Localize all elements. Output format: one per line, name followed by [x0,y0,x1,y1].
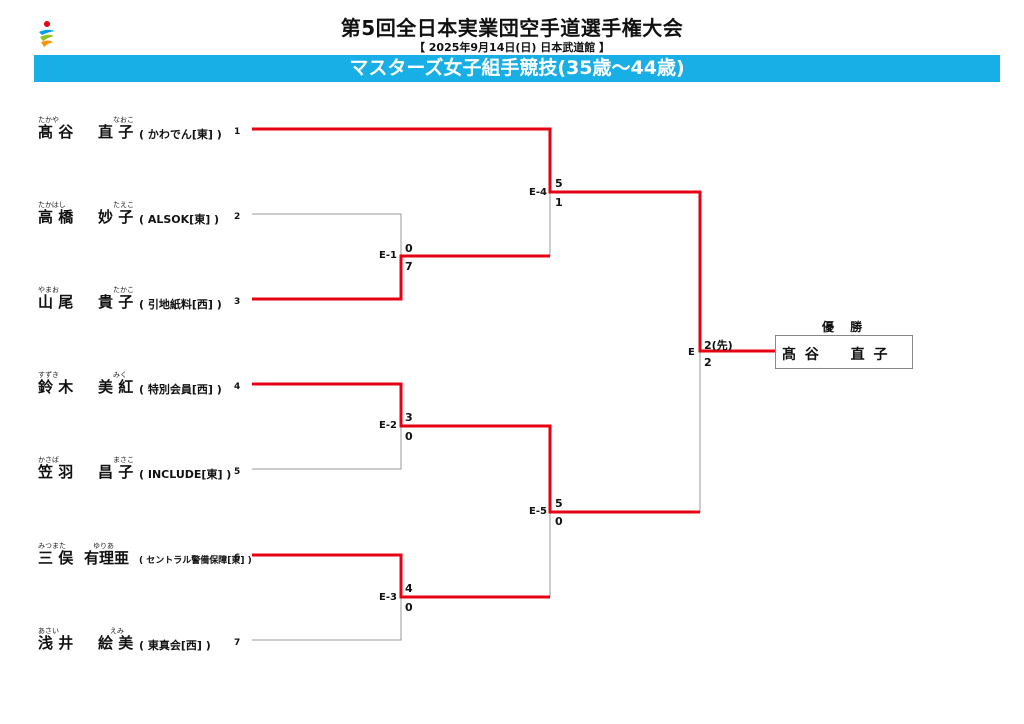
player-given-name: 妙 子 [98,208,134,226]
seed-number: 3 [234,297,241,307]
bracket-line-seed6-win [252,553,550,599]
player-entry: たかはし たえこ 高 橋 妙 子 ( ALSOK[東] ) 2 [0,200,260,230]
player-entry: たかや なおこ 髙 谷 直 子 ( かわでん[東] ) 1 [0,115,260,145]
match-label: E-5 [529,506,547,517]
player-affiliation: ( ALSOK[東] ) [139,213,220,226]
player-surname: 髙 谷 [38,123,74,141]
match-score-bottom: 0 [405,601,413,614]
given-name-ruby: たえこ [113,201,134,209]
player-surname: 鈴 木 [38,378,74,396]
bracket-line-seed4-win [252,382,700,514]
match-score-bottom: 1 [555,196,563,209]
match-label: E-4 [529,187,547,198]
player-given-name: 有理亜 [84,549,130,567]
surname-ruby: たかや [38,116,59,124]
player-affiliation: ( セントラル警備保障[東] ) [139,556,252,566]
player-given-name: 昌 子 [98,463,134,481]
seed-number: 6 [234,553,241,563]
match-label: E-1 [379,250,397,261]
seed-number: 5 [234,467,241,477]
bracket-line-seed3-win [252,254,550,301]
player-given-name: 貴 子 [98,293,134,311]
page-title: 第5回全日本実業団空手道選手権大会 [340,16,684,40]
player-affiliation: ( 特別会員[西] ) [139,383,222,396]
bracket-line-seed1-win [252,127,775,353]
player-surname: 笠 羽 [38,463,74,481]
match-score-bottom: 0 [555,515,563,528]
player-surname: 山 尾 [38,293,74,311]
match-label: E [688,347,695,358]
match-score-top: 4 [405,582,413,595]
seed-number: 7 [234,638,241,648]
champion-box: 髙 谷 直 子 [775,335,913,369]
player-affiliation: ( INCLUDE[東] ) [139,468,232,481]
given-name-ruby: たかこ [113,286,134,294]
surname-ruby: かさば [38,456,59,464]
given-name-ruby: えみ [110,627,124,635]
seed-number: 4 [234,382,241,392]
surname-ruby: たかはし [38,201,66,209]
match-score-top: 2(先) [704,339,733,352]
bracket-line-seed7 [252,597,402,641]
given-name-ruby: なおこ [113,116,134,124]
division-banner: マスターズ女子組手競技(35歳～44歳) [34,55,1000,82]
seed-number: 1 [234,127,241,137]
match-label: E-3 [379,592,397,603]
bracket-line-seed2 [252,213,402,256]
player-surname: 高 橋 [38,208,74,226]
player-entry: やまお たかこ 山 尾 貴 子 ( 引地紙料[西] ) 3 [0,285,260,315]
player-surname: 浅 井 [38,634,74,652]
player-surname: 三 俣 [38,549,74,567]
event-date-venue: 【 2025年9月14日(日) 日本武道館 】 [413,41,611,54]
bracket-line-seed5 [252,426,402,470]
player-entry: すずき みく 鈴 木 美 紅 ( 特別会員[西] ) 4 [0,370,260,400]
given-name-ruby: みく [113,371,127,379]
match-score-top: 0 [405,242,413,255]
seed-number: 2 [234,212,241,222]
match-score-top: 5 [555,497,563,510]
player-affiliation: ( かわでん[東] ) [139,128,222,141]
match-score-bottom: 0 [405,430,413,443]
surname-ruby: やまお [38,286,59,294]
player-affiliation: ( 東真会[西] ) [139,639,211,652]
champion-heading: 優 勝 [822,320,869,334]
match-score-bottom: 2 [704,356,712,369]
given-name-ruby: ゆりあ [93,542,114,550]
surname-ruby: あさい [38,627,59,635]
player-given-name: 美 紅 [98,378,134,396]
player-given-name: 絵 美 [98,634,134,652]
player-affiliation: ( 引地紙料[西] ) [139,298,222,311]
match-score-top: 5 [555,177,563,190]
champion-name: 髙 谷 直 子 [782,347,890,363]
match-score-bottom: 7 [405,260,413,273]
surname-ruby: すずき [38,371,59,379]
player-entry: あさい えみ 浅 井 絵 美 ( 東真会[西] ) 7 [0,626,260,656]
given-name-ruby: まさこ [113,456,134,464]
player-entry: かさば まさこ 笠 羽 昌 子 ( INCLUDE[東] ) 5 [0,455,260,485]
federation-logo-icon [39,21,55,47]
player-given-name: 直 子 [98,123,134,141]
match-label: E-2 [379,420,397,431]
match-score-top: 3 [405,411,413,424]
player-entry: みつまた ゆりあ 三 俣 有理亜 ( セントラル警備保障[東] ) 6 [0,541,260,571]
surname-ruby: みつまた [38,542,66,550]
